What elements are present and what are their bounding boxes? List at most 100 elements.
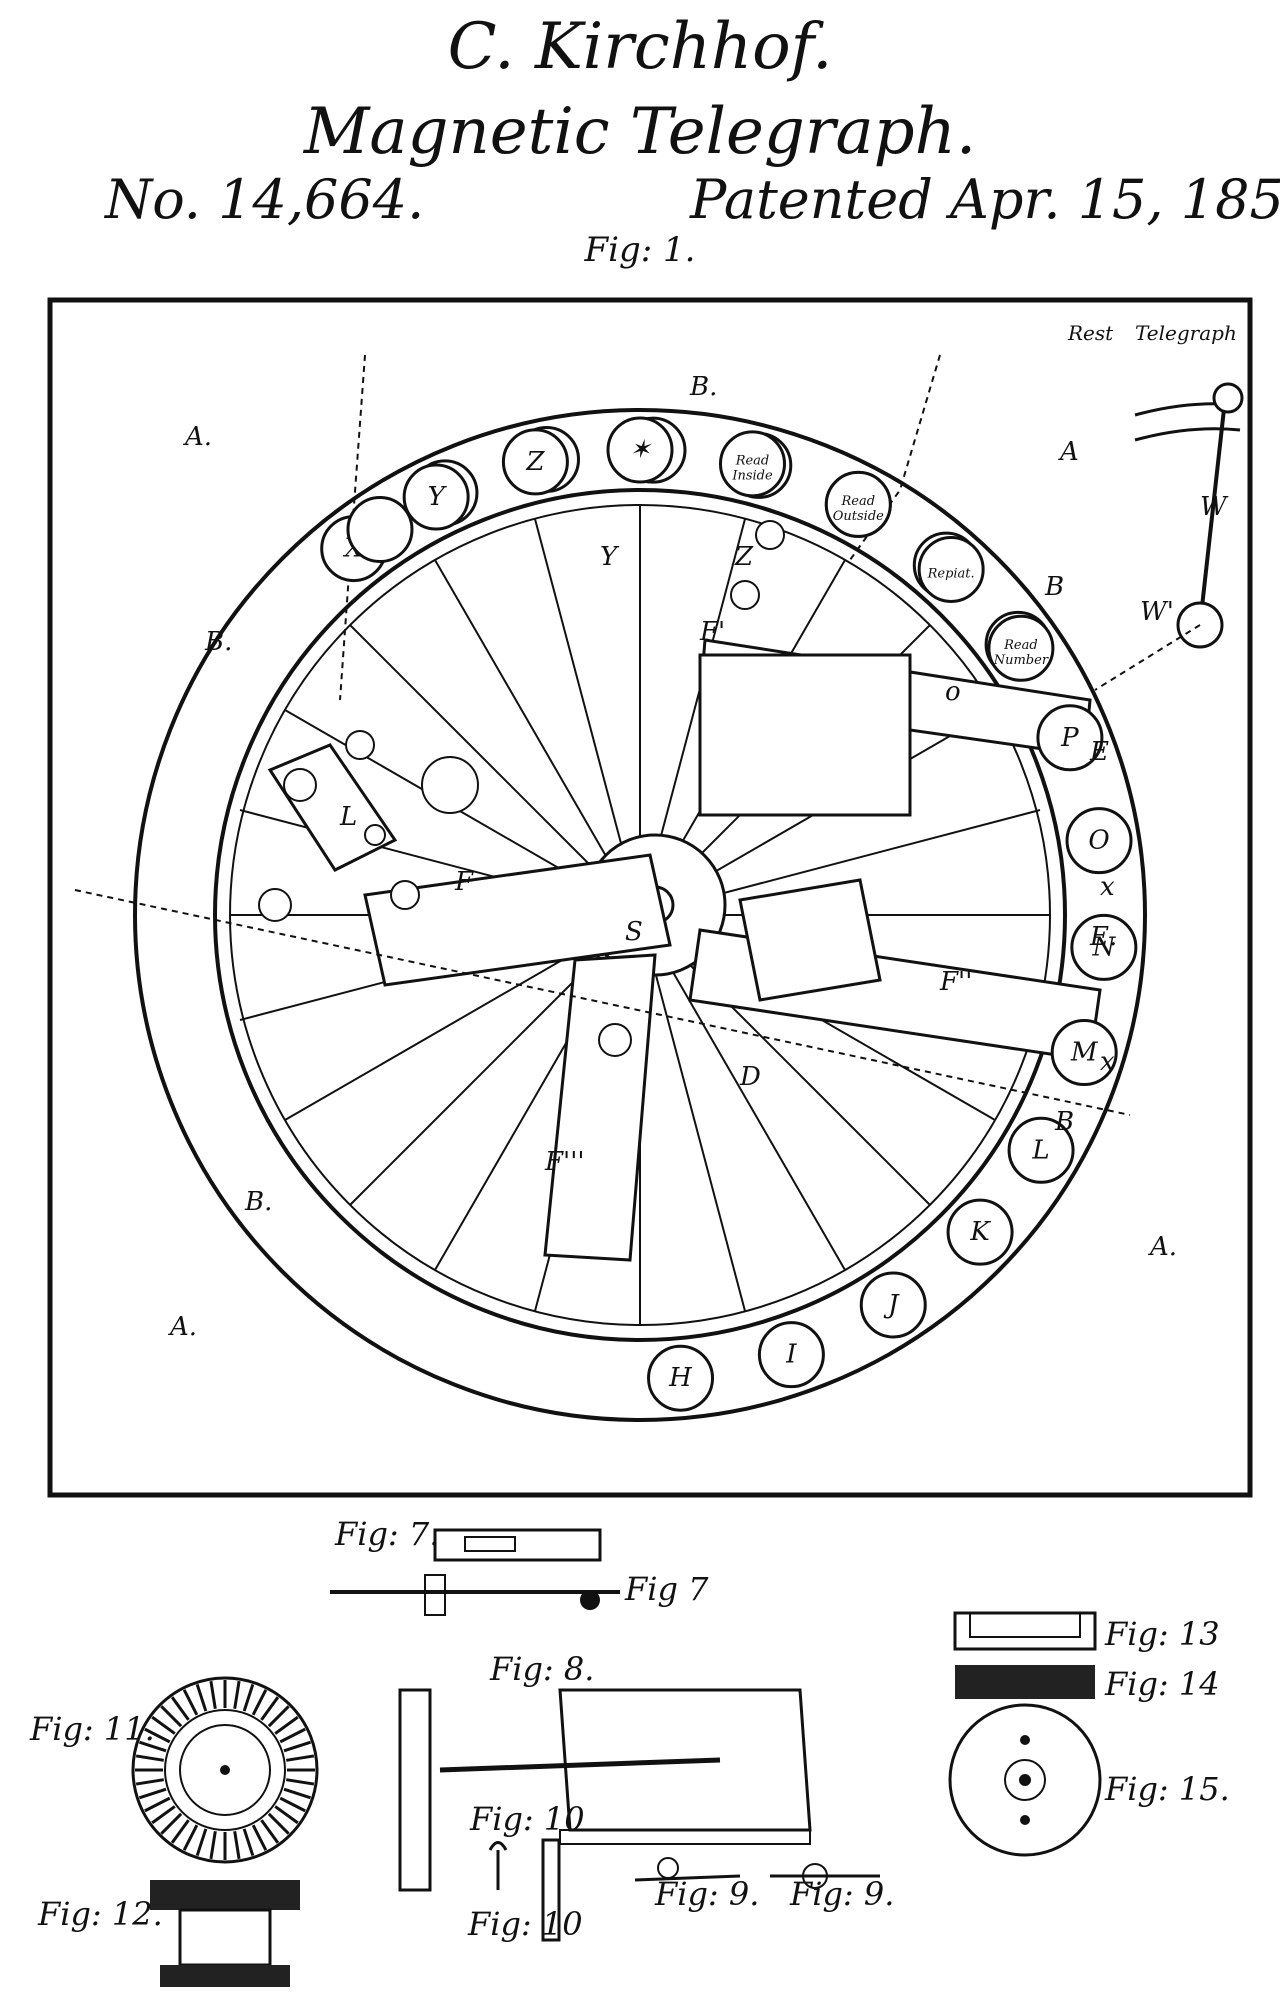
dial-letter-buttons: XWVUTSRQPONMLYZ✶ReadInsideReadOutsideRep… [320, 416, 1138, 1412]
gear-tooth [151, 1715, 176, 1735]
part-label: E [1089, 737, 1109, 767]
dial-button-i-label: I [785, 1340, 797, 1370]
fig-10-part [488, 1841, 508, 1890]
dial-button-star-circle [606, 416, 674, 484]
dial-button-h-label: H [668, 1363, 693, 1393]
part-label: F [454, 867, 474, 897]
read-inside-button-label: Inside [731, 468, 773, 483]
dial-button-j-circle [859, 1271, 927, 1339]
fig-10b-caption: Fig: 10 [467, 1905, 583, 1943]
dial-button-star-label: ✶ [629, 435, 653, 465]
gear-tooth [144, 1796, 171, 1813]
fig-1-caption: Fig: 1. [584, 230, 696, 270]
fig-9-lever [634, 1874, 741, 1882]
dial-button-k-circle [946, 1198, 1014, 1266]
fig-11-teeth [135, 1680, 315, 1860]
part-label: F' [699, 617, 725, 647]
gear-tooth [160, 1812, 183, 1835]
part-label: A. [1148, 1232, 1177, 1262]
gear-tooth [195, 1683, 208, 1712]
fig-14-caption: Fig: 14 [1104, 1665, 1220, 1703]
patent-number: No. 14,664. [105, 168, 425, 231]
part-label: B. [204, 627, 232, 657]
gear-tooth [274, 1805, 299, 1825]
dial-button-l-label: L [1031, 1135, 1049, 1165]
gear-tooth [135, 1754, 164, 1762]
dial-button-p-label: P [1060, 723, 1079, 753]
part-label: A. [183, 422, 212, 452]
fig-7-caption-top: Fig: 7. [334, 1515, 439, 1553]
dial-button-m-label: M [1070, 1038, 1099, 1068]
patent-date: Patented Apr. 15, 1856. [690, 168, 1280, 231]
gear-tooth [151, 1805, 176, 1825]
part-label: F''' [544, 1147, 584, 1177]
outer-dial-ring [133, 408, 1147, 1422]
part-label: Z [734, 542, 754, 572]
gear-tooth [283, 1740, 312, 1753]
fig-11-caption: Fig: 11. [29, 1710, 155, 1748]
dial-button-h-circle [647, 1344, 715, 1412]
dial-button-p-circle [1036, 704, 1104, 772]
part-label: D [739, 1062, 761, 1092]
part-label: W' [1140, 597, 1174, 627]
gear-tooth [144, 1727, 171, 1744]
part-label: W [1200, 492, 1229, 522]
lever-pivot [1212, 382, 1244, 414]
part-label: A. [168, 1312, 197, 1342]
read-outside-button-label: Outside [833, 509, 884, 524]
read-inside-button-label: Read [735, 453, 770, 468]
fig-8-rod [439, 1757, 721, 1773]
gear-tooth [182, 1689, 199, 1716]
gear-tooth [138, 1787, 167, 1800]
fig-11-gear [131, 1676, 319, 1864]
dial-button-k-label: K [969, 1217, 991, 1247]
part-label: A [1058, 437, 1079, 467]
fig-1-frame [47, 297, 1253, 1498]
dial-button-n-circle [1070, 913, 1138, 981]
inventor-name: C. Kirchhof. [447, 10, 833, 84]
part-label: Y [600, 542, 620, 572]
part-label: F'' [939, 967, 972, 997]
part-label: B. [689, 372, 717, 402]
fig-10-caption: Fig: 10 [469, 1800, 585, 1838]
telegraph-label: Telegraph [1135, 321, 1237, 345]
inner-dial-ring [213, 488, 1067, 1342]
fig-15-disc [948, 1703, 1102, 1857]
read-inside-button-circle [718, 430, 786, 498]
gear-tooth [242, 1683, 255, 1712]
gear-tooth [170, 1819, 190, 1844]
gear-tooth [209, 1680, 217, 1709]
part-label: E. [1089, 922, 1117, 952]
gear-tooth [138, 1740, 167, 1753]
fig-15-caption: Fig: 15. [1104, 1770, 1230, 1808]
dial-button-z-circle [501, 428, 569, 496]
dial-button-i-circle [757, 1321, 825, 1389]
fig-13-part [953, 1611, 1097, 1651]
gear-tooth [286, 1778, 315, 1786]
mechanism-arms [267, 638, 1102, 1262]
fig-10b-part [541, 1838, 561, 1942]
gear-tooth [160, 1705, 183, 1728]
gear-tooth [209, 1831, 217, 1860]
patent-title: Magnetic Telegraph. [303, 95, 977, 169]
dial-button-m-circle [1050, 1019, 1118, 1087]
gear-tooth [251, 1689, 268, 1716]
dial-button-o-circle [1065, 807, 1133, 875]
gear-tooth [267, 1705, 290, 1728]
gear-tooth [260, 1696, 280, 1721]
gear-tooth [286, 1754, 315, 1762]
gear-tooth [135, 1778, 164, 1786]
fig-9b-caption: Fig: 9. [789, 1875, 894, 1913]
gear-tooth [279, 1796, 306, 1813]
read-outside-button-circle [824, 470, 892, 538]
mechanism-screws [258, 520, 785, 1057]
read-number-button-circle [987, 614, 1055, 682]
repeat-button-label: Repiat. [927, 566, 975, 581]
gear-tooth [279, 1727, 306, 1744]
fig-12-gear-top [150, 1880, 300, 1910]
gear-tooth [251, 1824, 268, 1851]
part-label: x [1100, 1047, 1115, 1077]
rest-label: Rest [1067, 321, 1114, 345]
part-label: S [625, 917, 643, 947]
